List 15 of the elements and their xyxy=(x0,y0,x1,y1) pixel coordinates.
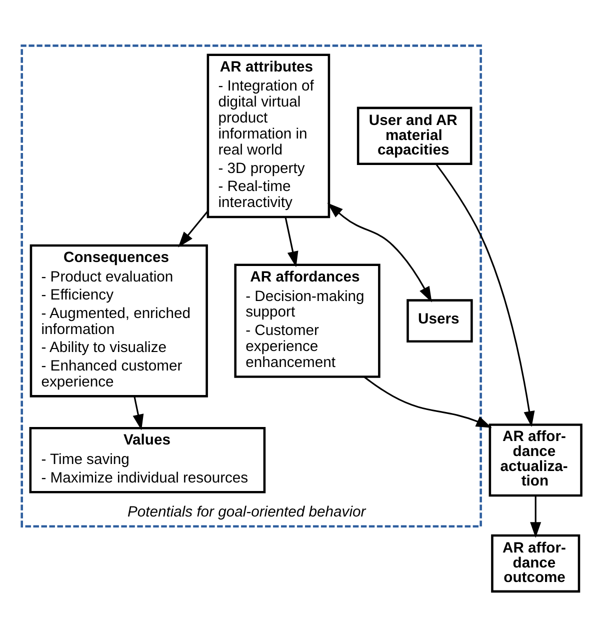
arrow xyxy=(435,164,535,427)
arrow xyxy=(364,376,492,428)
arrow xyxy=(284,217,298,268)
arrow xyxy=(327,202,432,302)
node-box: AR affordances - Decision-making support - Customer experience enhancement xyxy=(234,264,380,378)
node-box: AR affor- dance actualiza- tion xyxy=(488,424,582,497)
arrow xyxy=(132,396,144,430)
node-box: Consequences - Product evaluation - Efficiency - Augmented, enriched information - Ability to visualize - Enhanced customer experience xyxy=(30,244,208,398)
node-box: AR attributes - Integration of digital virtual product information in real world - 3D property - Real-time interactivity xyxy=(206,54,330,218)
node-box: Users xyxy=(406,299,473,343)
arrow xyxy=(178,210,208,248)
node-box: Values - Time saving - Maximize individual resources xyxy=(29,427,266,494)
node-box: User and AR material capacities xyxy=(356,106,472,165)
arrow xyxy=(530,496,542,538)
node-box: AR affor- dance outcome xyxy=(491,534,580,593)
